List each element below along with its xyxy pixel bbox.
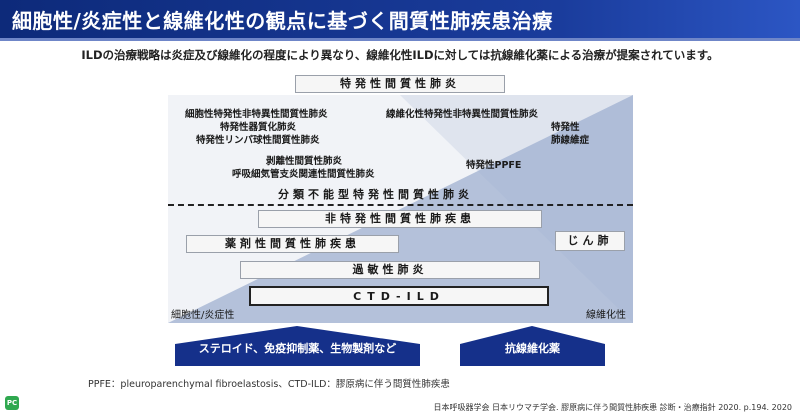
label-fibrotic: 線維化性: [586, 310, 626, 321]
divider-dashed-line: [168, 204, 633, 206]
box-idiopathic-ip: 特発性間質性肺炎: [295, 75, 505, 93]
arrow-shape-right: [460, 326, 605, 366]
arrow-shape-left: [175, 326, 420, 366]
box-pneumoconiosis: じん肺: [555, 231, 625, 251]
box-drug-induced-ild: 薬剤性間質性肺疾患: [186, 235, 399, 253]
label-rbild: 呼吸細気管支炎関連性間質性肺炎: [232, 169, 375, 180]
pc-logo: PC: [5, 396, 19, 410]
label-cop: 特発性器質化肺炎: [220, 122, 297, 133]
box-ctd-ild: CTD-ILD: [249, 286, 549, 306]
label-fibrotic-nsip: 線維化性特発性非特異性間質性肺炎: [386, 109, 539, 120]
arrow-antifibrotic-therapy: 抗線維化薬: [460, 326, 605, 366]
arrow-immunosuppressive-therapy: ステロイド、免疫抑制薬、生物製剤など: [175, 326, 420, 366]
box-hypersensitivity: 過敏性肺炎: [240, 261, 540, 279]
page-subtitle: ILDの治療戦略は炎症及び線維化の程度により異なり、線維化性ILDに対しては抗線…: [81, 48, 719, 62]
page-title: 細胞性/炎症性と線維化性の観点に基づく間質性肺疾患治療: [12, 9, 553, 33]
label-ipf-line2: 肺線維症: [551, 135, 590, 146]
arrow-right-text: 抗線維化薬: [505, 342, 560, 355]
box-non-idiopathic-ild: 非特発性間質性肺疾患: [258, 210, 542, 228]
label-unclassifiable-iip: 分類不能型特発性間質性肺炎: [278, 188, 473, 201]
title-bar: 細胞性/炎症性と線維化性の観点に基づく間質性肺疾患治療: [0, 0, 800, 41]
label-ppfe: 特発性PPFE: [466, 160, 522, 171]
label-ipf-line1: 特発性: [551, 122, 580, 133]
source-citation: 日本呼吸器学会 日本リウマチ学会. 膠原病に伴う間質性肺疾患 診断・治療指針 2…: [433, 403, 793, 412]
footnote: PPFE：pleuroparenchymal fibroelastosis、CT…: [88, 379, 450, 390]
label-lip: 特発性リンパ球性間質性肺炎: [196, 135, 320, 146]
arrow-left-text: ステロイド、免疫抑制薬、生物製剤など: [198, 342, 397, 355]
label-dip: 剥離性間質性肺炎: [266, 156, 343, 167]
label-cellular-inflammatory: 細胞性/炎症性: [171, 310, 235, 321]
label-cellular-nsip: 細胞性特発性非特異性間質性肺炎: [185, 109, 328, 120]
